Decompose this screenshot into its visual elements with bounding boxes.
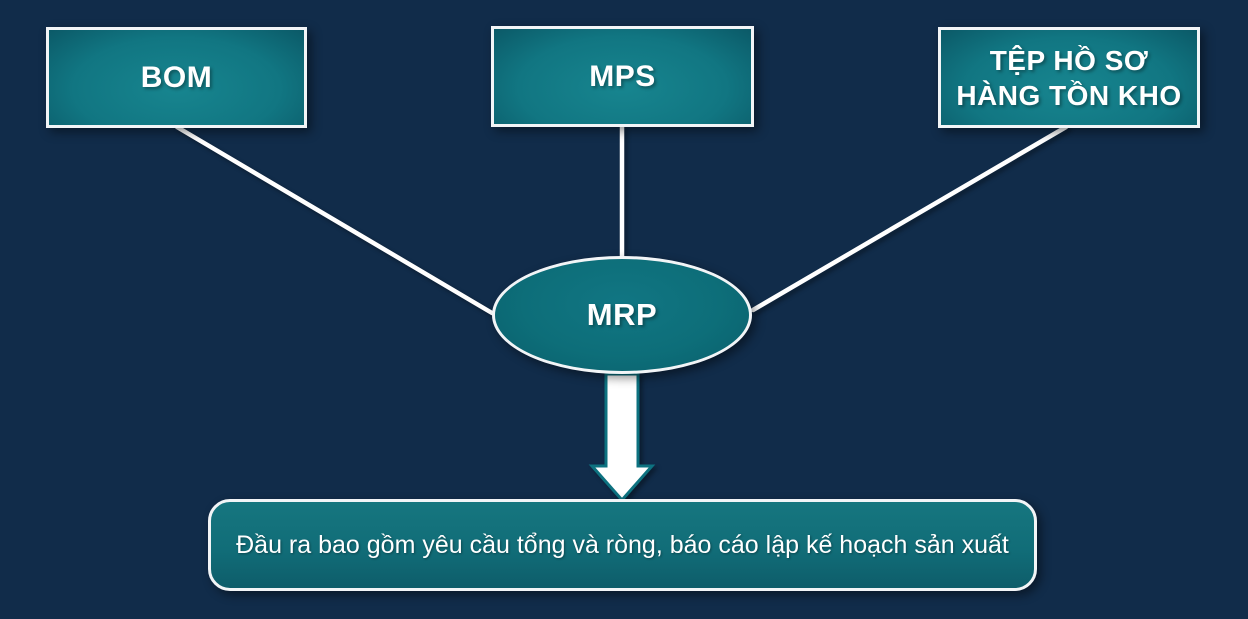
mrp-label: MRP xyxy=(586,297,658,332)
mrp-node: MRP xyxy=(492,256,752,374)
mps-node: MPS xyxy=(491,26,754,127)
output-node: Đầu ra bao gồm yêu cầu tổng và ròng, báo… xyxy=(208,499,1037,591)
down-arrow xyxy=(588,372,656,503)
inventory-file-node: TỆP HỒ SƠ HÀNG TỒN KHO xyxy=(938,27,1200,128)
output-label: Đầu ra bao gồm yêu cầu tổng và ròng, báo… xyxy=(236,530,1009,559)
inventory-file-label: TỆP HỒ SƠ HÀNG TỒN KHO xyxy=(956,44,1182,111)
bom-node: BOM xyxy=(46,27,307,128)
connector-bom-mrp xyxy=(174,124,495,316)
bom-label: BOM xyxy=(140,60,213,94)
mps-label: MPS xyxy=(589,59,656,93)
connector-inventory-mrp xyxy=(750,124,1069,313)
